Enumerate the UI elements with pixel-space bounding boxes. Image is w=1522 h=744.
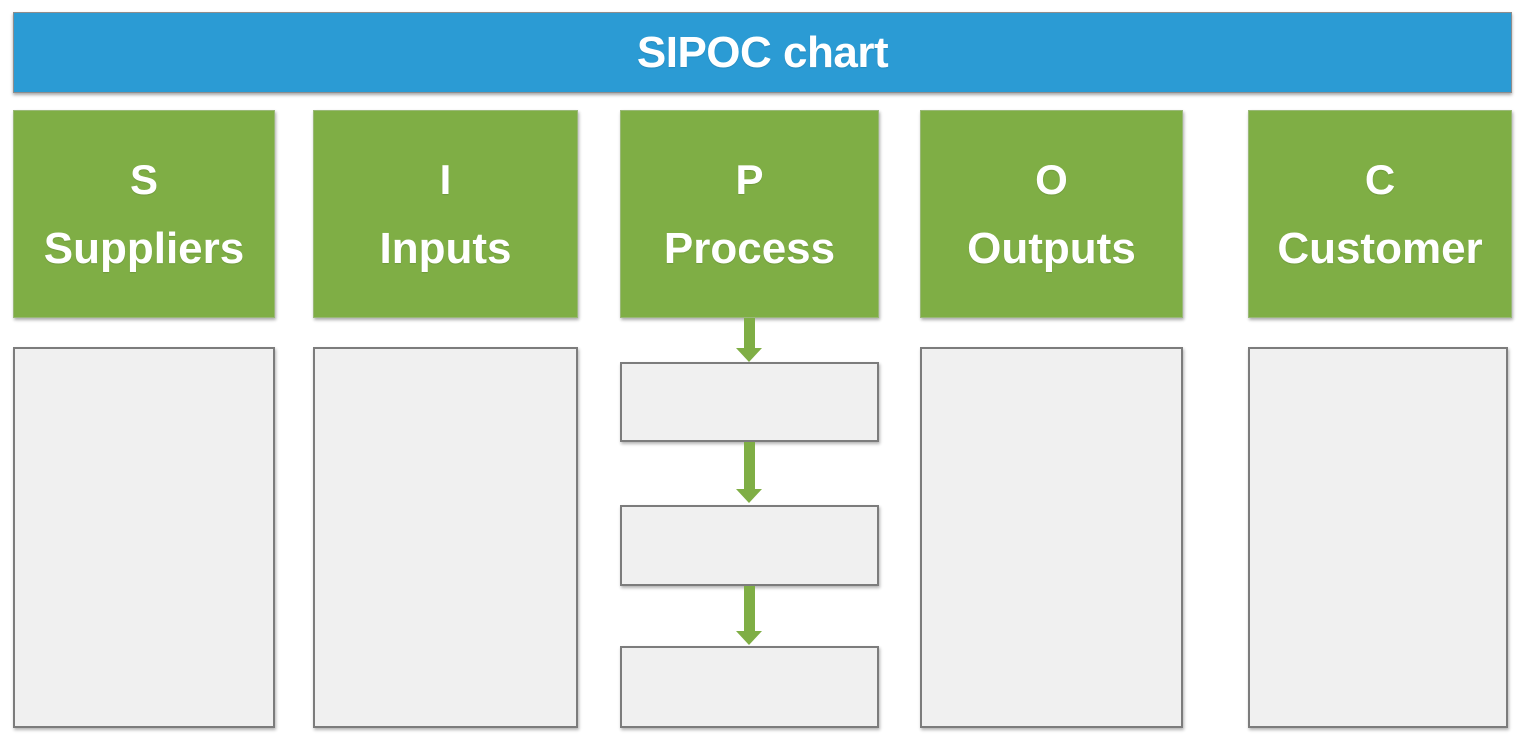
process-step-box-2[interactable] (620, 505, 879, 586)
column-letter-c: C (1364, 156, 1396, 203)
column-word-suppliers: Suppliers (43, 224, 245, 273)
column-letter-o: O (1035, 156, 1068, 203)
chart-title-bar: SIPOC chart (13, 12, 1512, 93)
column-word-customer: Customer (1277, 224, 1483, 273)
column-word-inputs: Inputs (379, 224, 512, 273)
column-letter-i: I (439, 156, 452, 203)
process-arrow-1 (736, 318, 762, 362)
arrow-down-icon (736, 348, 762, 362)
process-arrow-3 (736, 586, 762, 645)
column-word-outputs: Outputs (967, 224, 1136, 273)
process-step-box-3[interactable] (620, 646, 879, 728)
process-step-box-1[interactable] (620, 362, 879, 442)
column-body-customer[interactable] (1248, 347, 1508, 728)
column-body-suppliers[interactable] (13, 347, 275, 728)
page-title: SIPOC chart (636, 27, 889, 77)
arrow-down-icon (736, 631, 762, 645)
column-word-process: Process (663, 224, 836, 273)
column-header-suppliers[interactable]: S Suppliers (13, 110, 275, 318)
arrow-down-icon (736, 489, 762, 503)
column-body-inputs[interactable] (313, 347, 578, 728)
column-letter-p: P (735, 156, 764, 203)
column-header-inputs[interactable]: I Inputs (313, 110, 578, 318)
column-letter-s: S (129, 156, 158, 203)
process-arrow-2 (736, 442, 762, 503)
column-header-customer[interactable]: C Customer (1248, 110, 1512, 318)
column-header-outputs[interactable]: O Outputs (920, 110, 1183, 318)
column-header-process[interactable]: P Process (620, 110, 879, 318)
column-body-outputs[interactable] (920, 347, 1183, 728)
